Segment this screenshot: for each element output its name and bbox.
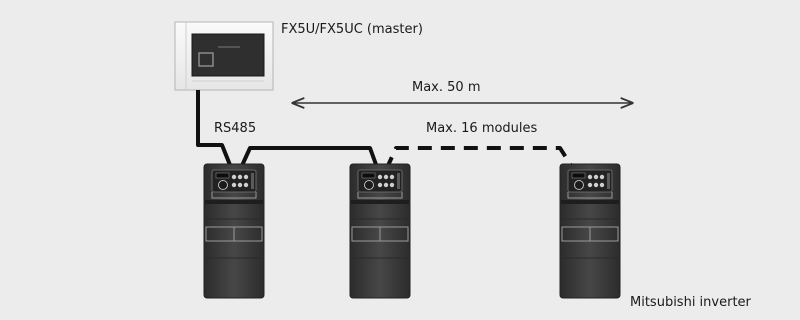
distance-label: Max. 50 m [412,80,481,95]
modules-label: Max. 16 modules [426,121,538,136]
inverter-device [203,163,265,299]
inverter-device [349,163,411,299]
rs485-cable-master [196,90,234,171]
rs485-cable-dashed [384,146,576,172]
inverter-label: Mitsubishi inverter [630,295,751,310]
rs485-label: RS485 [214,121,257,136]
inverter-device [559,163,621,299]
rs485-cable-link [238,146,380,171]
master-label: FX5U/FX5UC (master) [281,22,423,37]
plc-master-device [174,21,274,91]
